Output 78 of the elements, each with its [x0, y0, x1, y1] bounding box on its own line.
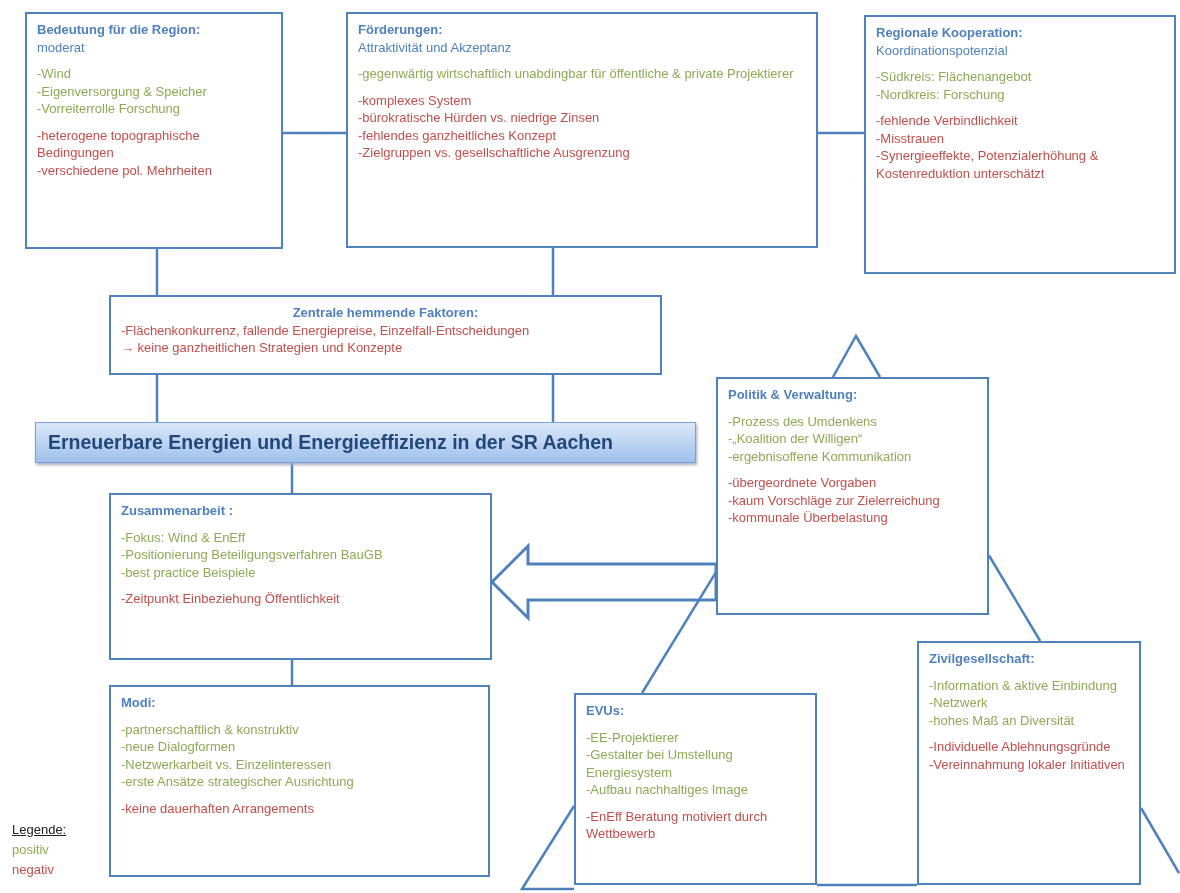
- list-item: -Misstrauen: [876, 129, 945, 148]
- list-item: -Gestalter bei Umstellung Energiesystem: [586, 746, 734, 782]
- list-item: -Vorreiterrolle Forschung: [37, 100, 182, 118]
- text-box: [109, 685, 490, 877]
- text-box: [716, 377, 989, 615]
- box-heading: Zivilgesellschaft:: [929, 650, 1036, 668]
- list-item: -EnEff Beratung motiviert durch Wettbewerb: [586, 807, 769, 843]
- list-item: -Eigenversorgung & Speicher: [37, 82, 208, 101]
- list-item: -neue Dialogformen: [121, 738, 237, 756]
- list-item: -kaum Vorschläge zur Zielerreichung: [728, 491, 941, 510]
- list-item: -Nordkreis: Forschung: [876, 85, 1006, 104]
- box-heading: Modi:: [121, 694, 157, 712]
- list-item: -Flächenkonkurrenz, fallende Energiepreise, Einzelfall-Entscheidungen: [121, 321, 531, 340]
- connector-line: [290, 660, 294, 685]
- connector-line: [155, 375, 159, 422]
- connector-line: [640, 571, 718, 694]
- box-subheading: Attraktivität und Akzeptanz: [358, 38, 513, 57]
- text-box: [109, 295, 662, 375]
- box-heading: Bedeutung für die Region:: [37, 21, 202, 39]
- box-heading: Zusammenarbeit :: [121, 502, 234, 520]
- box-heading: Regionale Kooperation:: [876, 24, 1024, 42]
- list-item: -bürokratische Hürden vs. niedrige Zinsen: [358, 109, 601, 127]
- list-item: -fehlende Verbindlichkeit: [876, 112, 1019, 130]
- box-subheading: moderat: [37, 38, 86, 57]
- title-bar: [35, 422, 696, 463]
- list-item: -Synergieeffekte, Potenzialerhöhung & Kostenreduktion unterschätzt: [876, 147, 1100, 183]
- legend-entry: negativ: [12, 862, 54, 877]
- list-item: -Positionierung Beteiligungsverfahren BauGB: [121, 546, 384, 564]
- list-item: -fehlendes ganzheitliches Konzept: [358, 126, 558, 145]
- list-item: -best practice Beispiele: [121, 563, 257, 582]
- block-arrow: [489, 542, 718, 622]
- connector-line: [290, 463, 294, 493]
- list-item: -erste Ansätze strategischer Ausrichtung: [121, 773, 355, 791]
- list-item: -Information & aktive Einbindung: [929, 676, 1118, 695]
- list-item: -Individuelle Ablehnungsgründe: [929, 738, 1112, 756]
- list-item: -Zielgruppen vs. gesellschaftliche Ausgrenzung: [358, 144, 631, 162]
- list-item: -Netzwerkarbeit vs. Einzelinteressen: [121, 755, 333, 774]
- connector-line: [551, 375, 555, 422]
- list-item: -Wind: [37, 65, 72, 83]
- list-item: -partnerschaftlich & konstruktiv: [121, 720, 300, 739]
- list-item: -übergeordnete Vorgaben: [728, 474, 878, 492]
- list-item: -EE-Projektierer: [586, 728, 680, 747]
- text-box: [574, 693, 817, 885]
- text-box: [864, 15, 1176, 274]
- list-item: -Netzwerk: [929, 694, 989, 712]
- connector-line: [283, 131, 346, 135]
- title-text: Erneuerbare Energien und Energieeffizienz in der SR Aachen: [48, 430, 613, 456]
- list-item: -heterogene topographische Bedingungen: [37, 126, 201, 162]
- text-box: [346, 12, 818, 248]
- list-item: -Südkreis: Flächenangebot: [876, 68, 1033, 86]
- box-heading: Politik & Verwaltung:: [728, 386, 859, 404]
- text-box: [109, 493, 492, 660]
- connector-line: [818, 131, 864, 135]
- list-item: -Vereinnahmung lokaler Initiativen: [929, 755, 1126, 774]
- box-heading: EVUs:: [586, 702, 626, 720]
- list-item: -Zeitpunkt Einbeziehung Öffentlichkeit: [121, 590, 341, 608]
- text-box: [917, 641, 1141, 885]
- box-heading: Förderungen:: [358, 21, 444, 39]
- list-item: -gegenwärtig wirtschaftlich unabdingbar für öffentliche & private Projektierer: [358, 65, 795, 83]
- connector-line: [817, 883, 917, 887]
- list-item: -ergebnisoffene Kommunikation: [728, 447, 913, 466]
- legend-entry: positiv: [12, 842, 49, 857]
- list-item: -kommunale Überbelastung: [728, 509, 889, 527]
- list-item: -verschiedene pol. Mehrheiten: [37, 161, 213, 180]
- list-item: -keine dauerhaften Arrangements: [121, 799, 315, 818]
- legend-title: Legende:: [12, 822, 67, 837]
- list-item: -Aufbau nachhaltiges Image: [586, 781, 749, 799]
- list-item: -Fokus: Wind & EnEff: [121, 528, 247, 547]
- list-item: -komplexes System: [358, 91, 473, 110]
- connector-line: [155, 249, 159, 295]
- list-item: -Prozess des Umdenkens: [728, 412, 878, 431]
- list-item: -„Koalition der Willigen“: [728, 430, 864, 448]
- text-box: [25, 12, 283, 249]
- box-subheading: Koordinationspotenzial: [876, 41, 1009, 60]
- list-item: -hohes Maß an Diversität: [929, 711, 1076, 730]
- connector-line: [551, 248, 555, 295]
- box-heading: Zentrale hemmende Faktoren:: [291, 304, 480, 322]
- list-item: → keine ganzheitlichen Strategien und Konzepte: [121, 339, 404, 357]
